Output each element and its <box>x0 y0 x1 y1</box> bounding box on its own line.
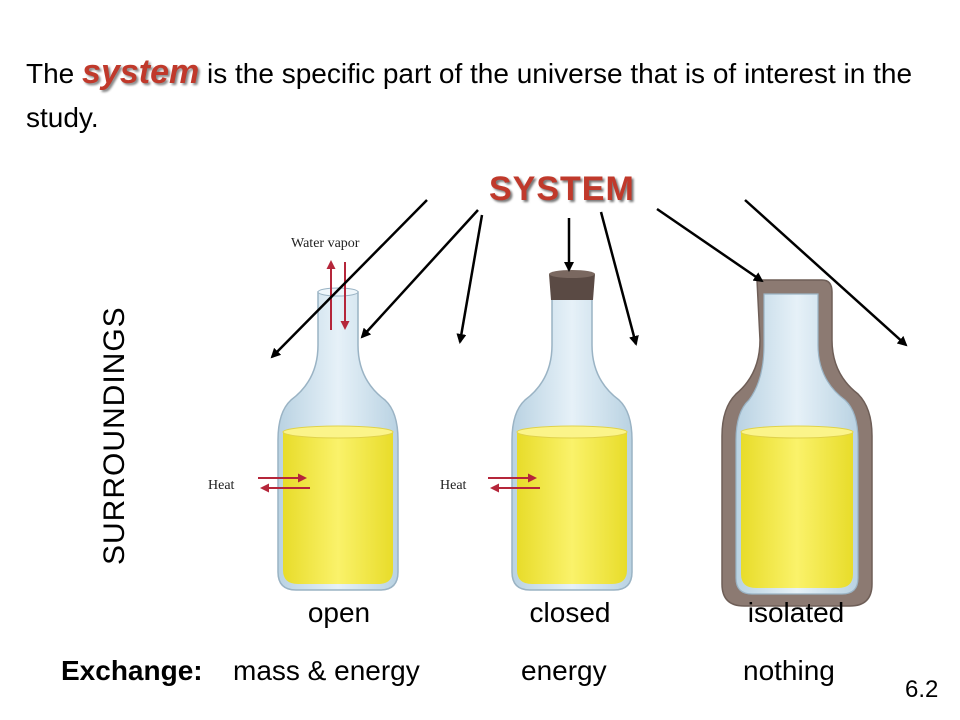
title-suffix: is the specific part of the universe tha… <box>26 58 913 133</box>
heat-label-open: Heat <box>208 478 235 493</box>
cork-stopper <box>549 274 595 300</box>
closed-bottle <box>511 270 633 591</box>
arrow-to-surroundings-middle <box>456 214 484 344</box>
title-sentence: The system is the specific part of the u… <box>26 50 926 140</box>
closed-label: closed <box>529 597 611 628</box>
heat-label-closed: Heat <box>440 478 467 493</box>
open-exchange: mass & energy <box>233 655 420 686</box>
arrow-to-surroundings-closed <box>599 211 639 346</box>
arrow-to-isolated-system <box>656 207 764 283</box>
isolated-label: isolated <box>747 597 845 628</box>
exchange-key: Exchange: <box>61 655 203 686</box>
title-prefix: The <box>26 58 75 89</box>
open-label: open <box>307 597 371 628</box>
system-label: SYSTEM <box>489 170 635 208</box>
closed-exchange: energy <box>521 655 607 686</box>
slide-number: 6.2 <box>905 676 939 703</box>
isolated-exchange: nothing <box>743 655 835 686</box>
title-keyword: system <box>82 53 200 91</box>
arrow-to-surroundings-left <box>270 199 428 359</box>
open-bottle <box>277 287 399 591</box>
arrow-to-surroundings-right <box>744 199 908 347</box>
arrow-to-open-system <box>360 209 479 339</box>
water-vapor-label: Water vapor <box>291 236 360 251</box>
isolated-bottle <box>721 279 873 607</box>
